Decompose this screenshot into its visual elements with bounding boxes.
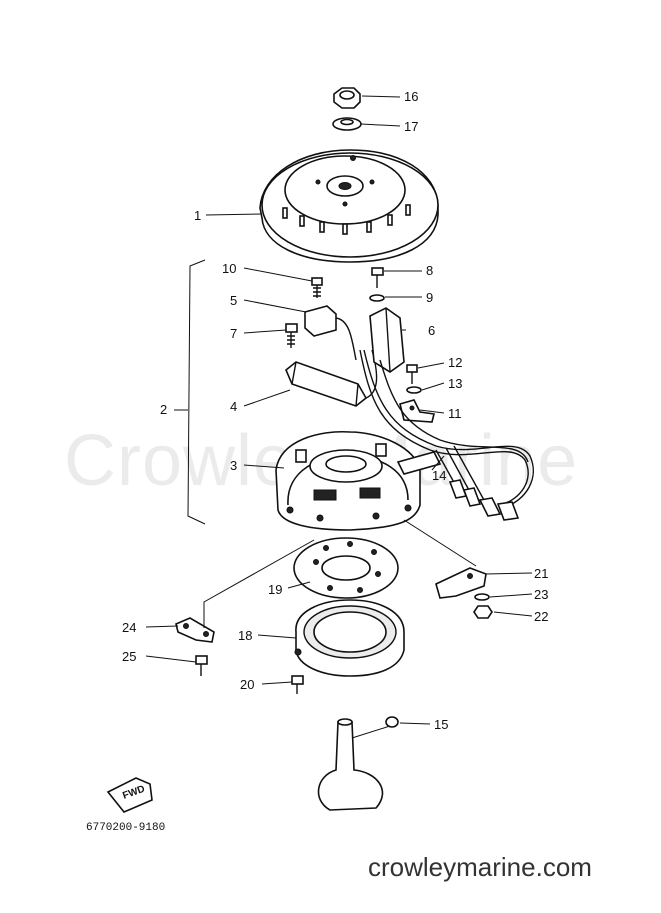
- callout-17: 17: [404, 119, 418, 134]
- callout-24: 24: [122, 620, 136, 635]
- callout-21: 21: [534, 566, 548, 581]
- part-4-pulser-coil: [285, 349, 378, 407]
- group-2-bracket: [187, 259, 206, 525]
- part-12-screw: [406, 364, 418, 384]
- part-3-stator-base: [275, 430, 442, 531]
- callout-3: 3: [230, 458, 237, 473]
- part-8-screw: [371, 267, 384, 288]
- part-15-crankshaft-key: [317, 716, 399, 811]
- callout-4: 4: [230, 399, 237, 414]
- part-25-screw: [195, 655, 208, 676]
- callout-13: 13: [448, 376, 462, 391]
- part-10-screw: [311, 277, 323, 298]
- callout-12: 12: [448, 355, 462, 370]
- part-6-cdi-unit: [369, 307, 405, 373]
- callout-16: 16: [404, 89, 418, 104]
- callout-9: 9: [426, 290, 433, 305]
- callout-8: 8: [426, 263, 433, 278]
- part-5-charge-coil: [304, 305, 357, 361]
- wiring-harness: [359, 349, 534, 521]
- callout-19: 19: [268, 582, 282, 597]
- part-9-washer: [369, 294, 385, 302]
- callout-11: 11: [448, 406, 462, 421]
- callout-14: 14: [432, 468, 446, 483]
- fwd-arrow-icon: FWD: [106, 777, 153, 813]
- part-20-screw: [291, 675, 304, 694]
- part-23-washer: [474, 593, 490, 601]
- part-11-clamp: [399, 399, 435, 423]
- callout-2: 2: [160, 402, 167, 417]
- part-19-retainer-plate: [293, 537, 399, 599]
- part-7-screw: [285, 323, 298, 348]
- part-13-washer: [406, 386, 422, 394]
- callout-7: 7: [230, 326, 237, 341]
- part-22-nut: [473, 605, 493, 619]
- part-18-retainer: [294, 599, 405, 677]
- callout-22: 22: [534, 609, 548, 624]
- drawing-code: 6770200-9180: [86, 822, 166, 834]
- callout-20: 20: [240, 677, 254, 692]
- part-21-bracket: [435, 567, 487, 599]
- callout-1: 1: [194, 208, 201, 223]
- callout-10: 10: [222, 261, 236, 276]
- callout-15: 15: [434, 717, 448, 732]
- part-16-nut: [333, 87, 361, 109]
- callout-23: 23: [534, 587, 548, 602]
- callout-5: 5: [230, 293, 237, 308]
- callout-25: 25: [122, 649, 136, 664]
- callout-18: 18: [238, 628, 252, 643]
- callout-6: 6: [428, 323, 435, 338]
- part-24-link-plate: [175, 617, 215, 643]
- part-1-flywheel: [259, 149, 439, 263]
- part-17-washer: [332, 117, 362, 131]
- leader-lines: [145, 95, 533, 739]
- site-url[interactable]: crowleymarine.com: [368, 852, 592, 882]
